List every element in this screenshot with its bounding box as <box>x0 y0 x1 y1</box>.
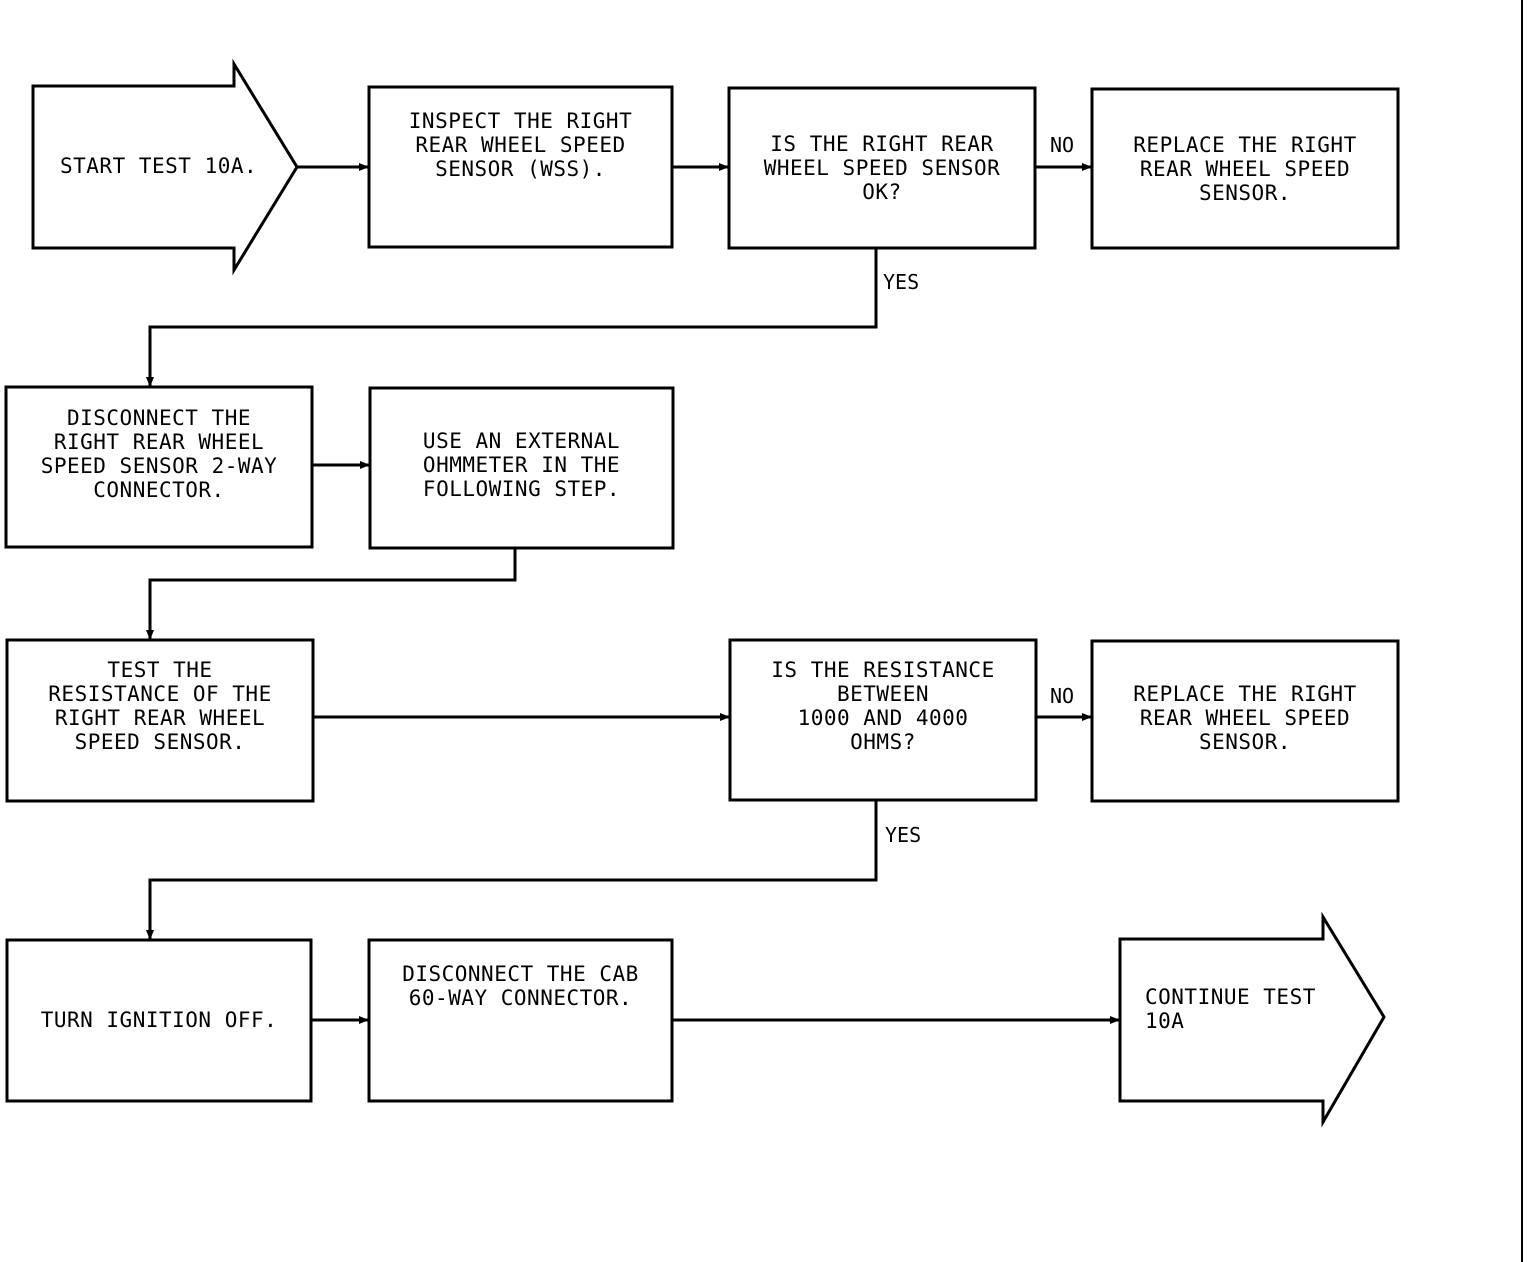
connector-yes-to-disconnect-wss <box>146 248 878 387</box>
page-edge-rule <box>1521 0 1523 1262</box>
sensor-ok-question-text: IS THE RIGHT REAR WHEEL SPEED SENSOR OK? <box>763 132 1001 204</box>
replace-sensor-box-1 <box>1090 87 1400 250</box>
no-label-2: NO <box>1050 684 1075 708</box>
use-ohmmeter-box <box>368 386 675 550</box>
yes-label-2: YES <box>885 823 922 847</box>
start-test-label: START TEST 10A. <box>60 154 258 178</box>
connector-ohmmeter-to-test-resistance <box>146 548 517 640</box>
no-label-1: NO <box>1050 133 1075 157</box>
disconnect-wss-box <box>4 385 314 549</box>
test-resistance-box <box>5 638 315 803</box>
resistance-decision-box <box>728 638 1038 802</box>
replace-sensor-text-1: REPLACE THE RIGHT REAR WHEEL SPEED SENSO… <box>1133 133 1357 205</box>
replace-sensor-text-2: REPLACE THE RIGHT REAR WHEEL SPEED SENSO… <box>1133 682 1357 754</box>
continue-arrow-shape <box>1118 911 1386 1128</box>
disconnect-wss-text: DISCONNECT THE RIGHT REAR WHEEL SPEED SE… <box>40 406 278 502</box>
replace-sensor-box-2 <box>1090 639 1400 803</box>
disconnect-cab-text: DISCONNECT THE CAB 60-WAY CONNECTOR. <box>402 962 639 1010</box>
inspect-sensor-text: INSPECT THE RIGHT REAR WHEEL SPEED SENSO… <box>408 109 633 181</box>
yes-label-1: YES <box>883 270 920 294</box>
connector-yes-to-ignition-off <box>146 800 878 940</box>
start-arrow-shape <box>31 58 299 276</box>
resistance-question-text: IS THE RESISTANCE BETWEEN 1000 AND 4000 … <box>771 658 995 754</box>
test-resistance-text: TEST THE RESISTANCE OF THE RIGHT REAR WH… <box>48 658 272 754</box>
continue-test-text: CONTINUE TEST 10A <box>1145 985 1316 1033</box>
ignition-off-text: TURN IGNITION OFF. <box>40 1008 278 1032</box>
use-ohmmeter-text: USE AN EXTERNAL OHMMETER IN THE FOLLOWIN… <box>422 429 621 501</box>
